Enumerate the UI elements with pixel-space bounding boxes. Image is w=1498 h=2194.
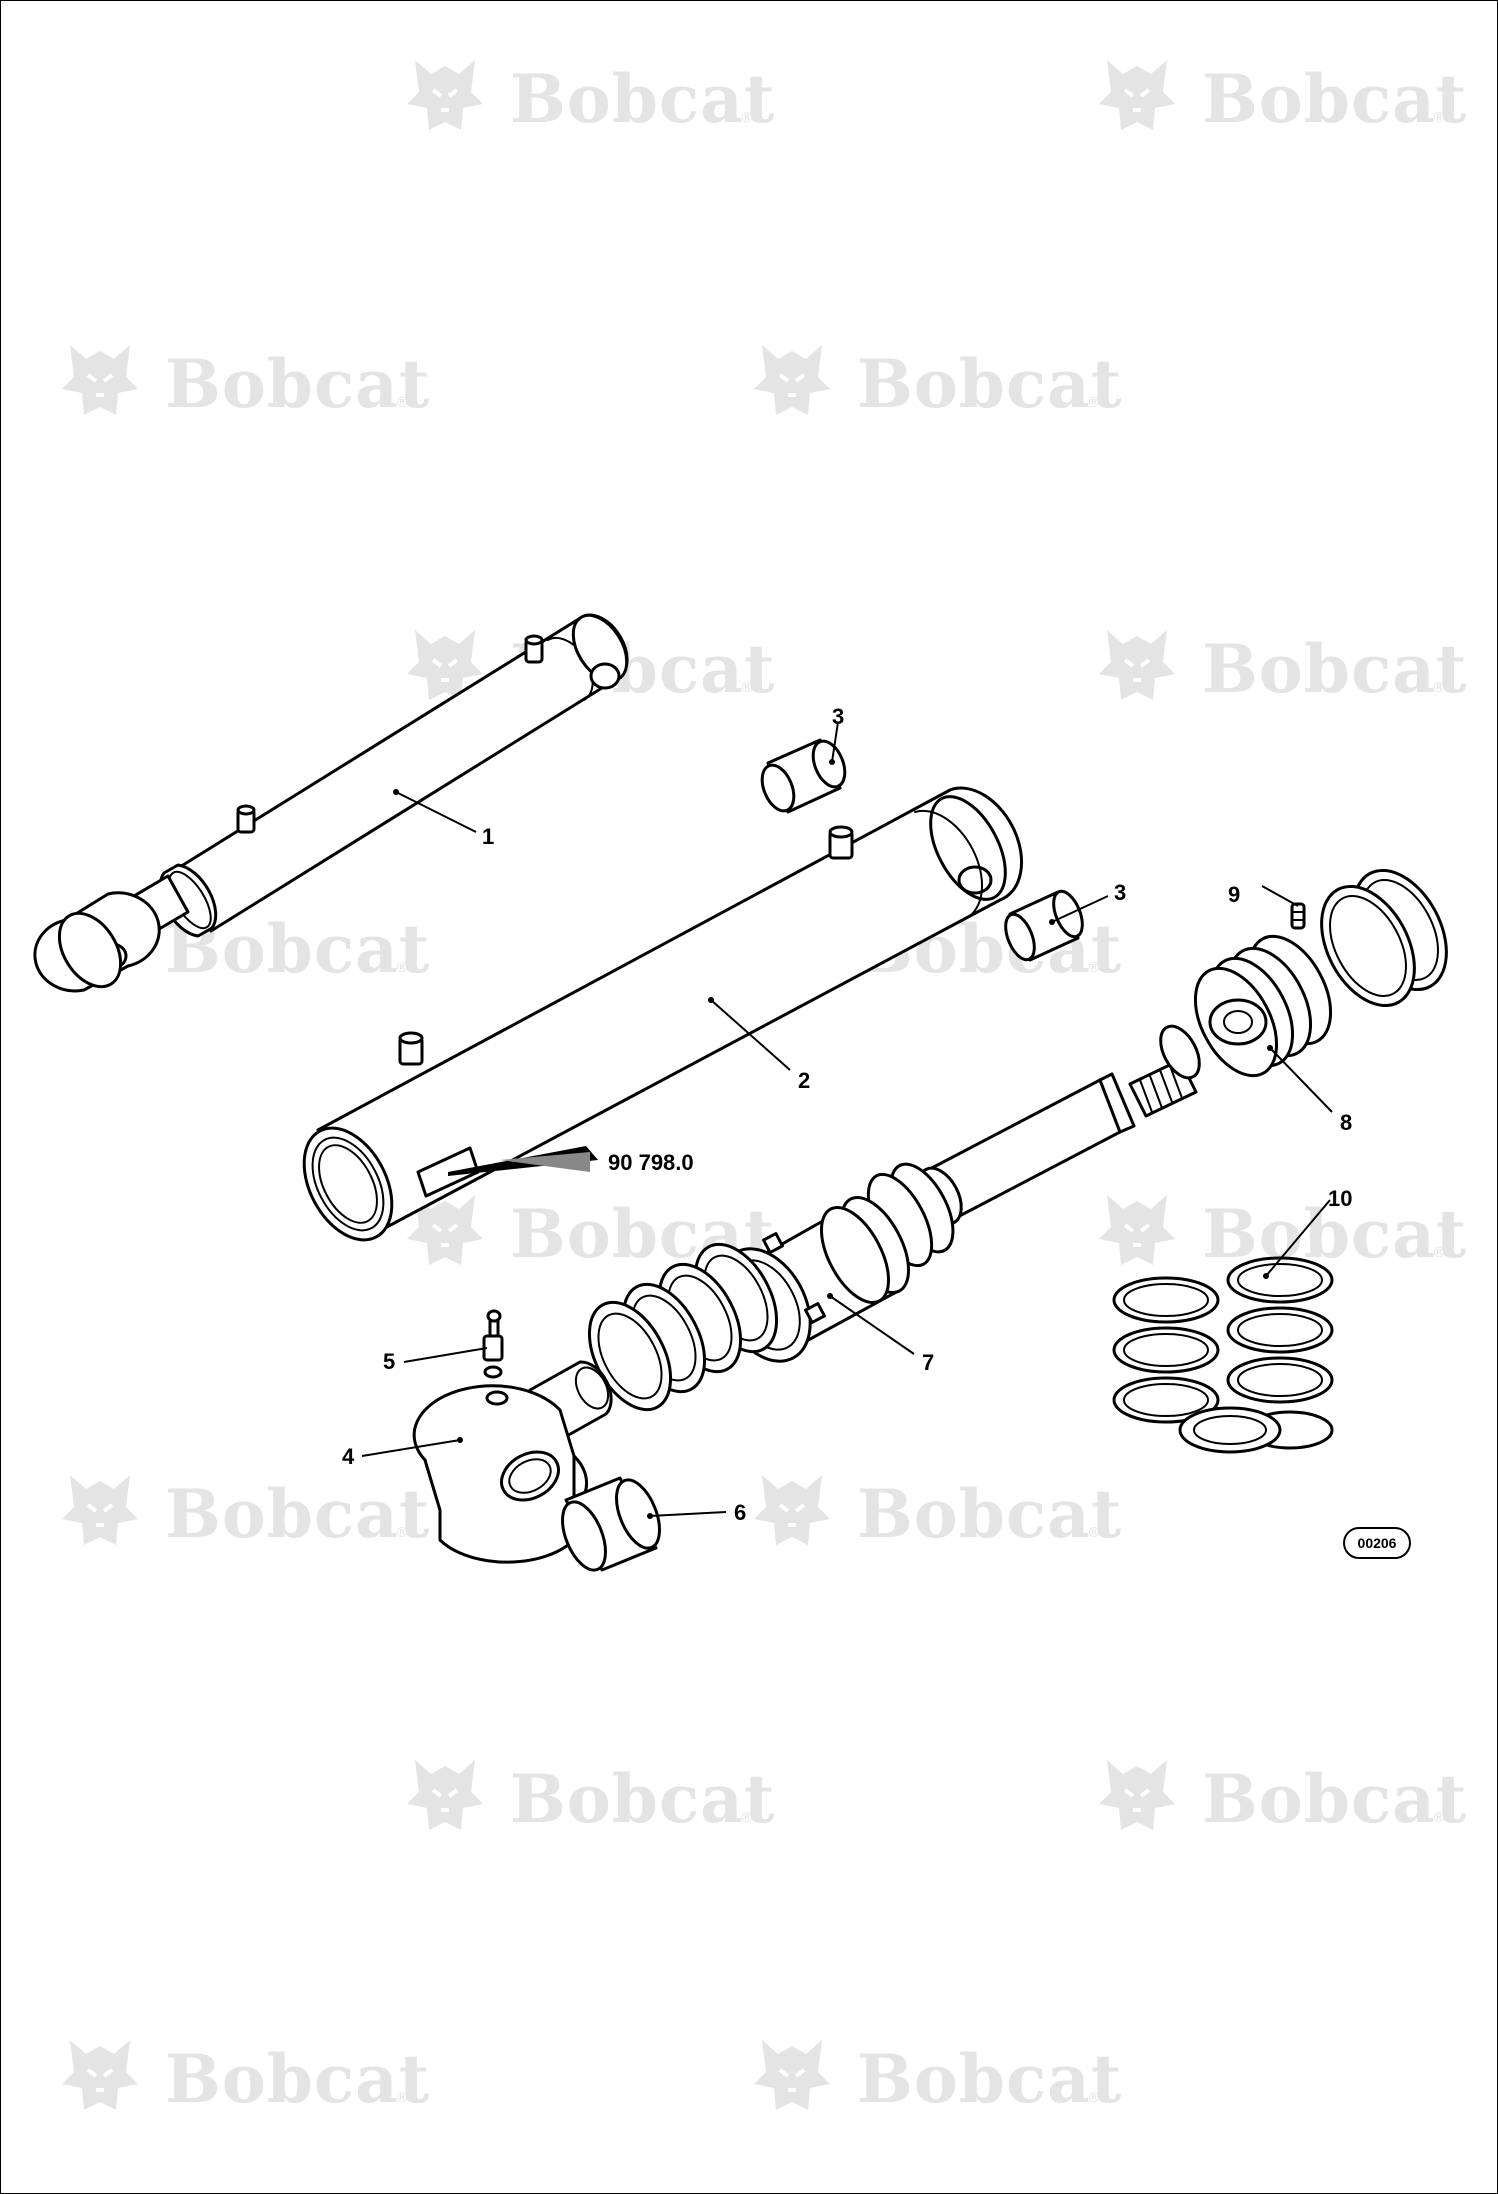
watermark-text: Bobcat [1202,60,1467,138]
watermark-text: Bobcat [857,1475,1122,1553]
decal-part-number: 90 798.0 [608,1150,694,1175]
figure-code: 00206 [1358,1535,1397,1551]
watermark-text: Bobcat [857,2040,1122,2118]
bobcat-watermark: Bobcat® [1097,628,1467,708]
part-1-cylinder-assembly [33,613,629,993]
bobcat-watermark: Bobcat® [60,1473,430,1553]
callout-2: 2 [798,1068,810,1093]
callout-8: 8 [1340,1110,1352,1135]
piston-seal-rings [1320,868,1448,1008]
bobcat-logo-icon [752,1473,832,1547]
bobcat-logo-icon [752,343,832,417]
bobcat-logo-icon [405,1758,485,1832]
watermark-text: Bobcat [165,1475,430,1553]
leader-lines [361,721,1333,1517]
bobcat-logo-icon [1097,1758,1177,1832]
bobcat-logo-icon [60,2038,140,2112]
callout-1: 1 [482,824,494,849]
watermark-registered-mark: ® [1432,110,1446,126]
callout-5: 5 [383,1349,395,1374]
watermark-registered-mark: ® [1087,2090,1101,2106]
part-9-set-screw [1290,902,1306,930]
part-7-seal-stack [587,1242,779,1412]
bobcat-logo-icon [752,2038,832,2112]
callout-10: 10 [1328,1186,1352,1211]
watermark-registered-mark: ® [395,1525,409,1541]
part-5-grease-fitting [482,1309,504,1379]
bobcat-watermark: Bobcat® [1097,1758,1467,1838]
bobcat-watermark: Bobcat® [60,2038,430,2118]
callout-3-lower: 3 [1114,880,1126,905]
watermark-registered-mark: ® [395,2090,409,2106]
bobcat-watermark: Bobcat® [405,58,775,138]
bobcat-watermark: Bobcat® [752,2038,1122,2118]
part-3-bushing-upper [760,738,847,814]
watermark-text: Bobcat [165,2040,430,2118]
bobcat-watermark: Bobcat® [752,1473,1122,1553]
part-8-piston [1159,934,1333,1080]
watermark-text: Bobcat [1202,1195,1467,1273]
bobcat-watermark: Bobcat® [1097,58,1467,138]
bobcat-logo-icon [1097,58,1177,132]
watermark-registered-mark: ® [1087,960,1101,976]
watermark-registered-mark: ® [1432,1245,1446,1261]
bobcat-watermark: Bobcat® [405,1758,775,1838]
bobcat-logo-icon [1097,1193,1177,1267]
watermark-registered-mark: ® [1432,1810,1446,1826]
watermark-registered-mark: ® [740,680,754,696]
watermark-text: Bobcat [165,345,430,423]
callout-9: 9 [1228,882,1240,907]
bobcat-logo-icon [1097,628,1177,702]
bobcat-watermark: Bobcat® [1097,1193,1467,1273]
bobcat-logo-icon [60,1473,140,1547]
watermark-registered-mark: ® [395,395,409,411]
part-2-barrel [302,786,1024,1242]
watermark-registered-mark: ® [1432,680,1446,696]
watermark-registered-mark: ® [740,1810,754,1826]
part-4-base-end [412,1360,613,1564]
part-6-bushing [561,1476,661,1572]
watermark-registered-mark: ® [1087,395,1101,411]
part-3-bushing-lower [1004,889,1084,962]
figure-code-badge: 00206 [1343,1527,1411,1559]
bobcat-watermark: Bobcat® [752,343,1122,423]
bobcat-watermark: Bobcat® [60,343,430,423]
callout-3-upper: 3 [832,704,844,729]
part-rod [917,1058,1198,1226]
bobcat-logo-icon [405,58,485,132]
callout-6: 6 [734,1500,746,1525]
callout-4: 4 [342,1444,355,1469]
part-10-seal-kit [1112,1256,1334,1454]
watermark-layer: Bobcat®Bobcat®Bobcat®Bobcat®Bobcat®Bobca… [60,58,1467,2118]
watermark-text: Bobcat [1202,630,1467,708]
watermark-text: Bobcat [1202,1760,1467,1838]
watermark-registered-mark: ® [740,110,754,126]
watermark-text: Bobcat [510,60,775,138]
watermark-registered-mark: ® [1087,1525,1101,1541]
bobcat-logo-icon [60,343,140,417]
watermark-text: Bobcat [857,345,1122,423]
callout-7: 7 [922,1350,934,1375]
watermark-registered-mark: ® [395,960,409,976]
watermark-text: Bobcat [510,1760,775,1838]
